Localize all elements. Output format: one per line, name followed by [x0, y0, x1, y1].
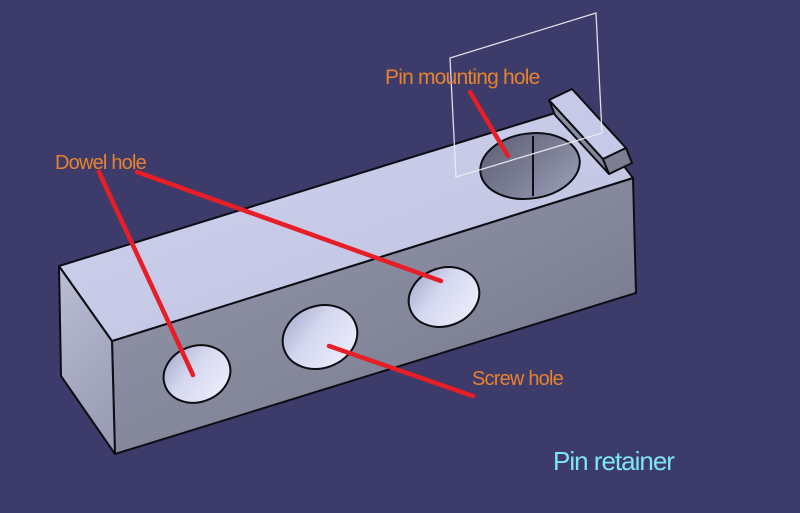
sketch-plane-wireframe — [449, 12, 603, 178]
dowel-hole-label: Dowel hole — [55, 152, 147, 174]
dowel-hole-right — [407, 266, 481, 328]
dowel-hole-left — [162, 344, 232, 404]
pin-mounting-hole-label: Pin mounting hole — [385, 66, 540, 89]
screw-hole — [281, 304, 359, 370]
flange-end-face — [602, 147, 633, 175]
leader-dowel-hole-right — [134, 169, 444, 284]
leader-screw-hole — [326, 343, 476, 399]
screw-hole-label: Screw hole — [472, 368, 564, 390]
part-name-label: Pin retainer — [553, 446, 675, 476]
leader-pin-mounting-hole — [467, 89, 511, 159]
leader-dowel-hole-left — [96, 169, 196, 378]
